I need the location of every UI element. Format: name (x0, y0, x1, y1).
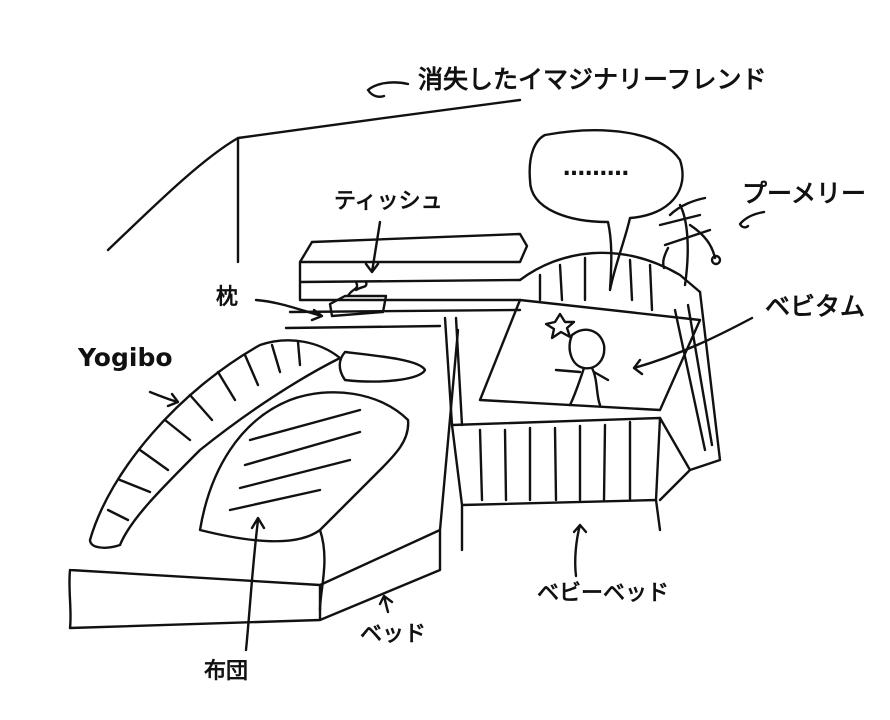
baby-bed-post (443, 316, 464, 427)
tissue-arrow (364, 220, 382, 274)
pillow-label: 枕 (216, 285, 239, 310)
imaginary-friend-arrow (366, 81, 410, 98)
yogibo-label: Yogibo (78, 343, 173, 372)
imaginary-friend-outline (106, 98, 522, 264)
baby-bed-arrow (572, 523, 588, 578)
mobile-ball (710, 254, 722, 266)
tissue-label: ティッシュ (334, 189, 443, 214)
pillow-arrow (254, 298, 324, 322)
baby-bed-rail-top (518, 251, 702, 294)
yogibo-arrow (148, 390, 180, 408)
tissue-box (328, 280, 388, 318)
speech-text: ……… (563, 156, 629, 181)
futon (198, 391, 410, 612)
doll (554, 328, 610, 407)
baby-bed-front (450, 416, 662, 552)
doll-arrow (632, 316, 754, 376)
mobile-label: プーメリー (742, 179, 867, 208)
yogibo-stripes (106, 340, 302, 522)
bed-label: ベッド (360, 622, 427, 647)
futon-lines (228, 408, 362, 512)
mobile-arrow (738, 210, 766, 229)
speech-bubble (528, 129, 684, 292)
doll-star (544, 312, 576, 340)
baby-bed-label: ベビーベッド (537, 581, 670, 606)
doll-label: ベビタム (765, 292, 866, 321)
pillow (338, 350, 427, 383)
futon-label: 布団 (204, 659, 249, 684)
baby-bed-bars (478, 256, 654, 502)
yogibo (88, 339, 342, 549)
mobile-toy (658, 196, 717, 287)
headboard (284, 232, 529, 330)
baby-bed-mattress (478, 298, 702, 412)
imaginary-friend-label: 消失したイマジナリーフレンド (418, 65, 767, 94)
baby-bed-side (658, 290, 722, 502)
futon-arrow (244, 516, 266, 652)
bed-arrow (378, 594, 394, 614)
bed-base (68, 328, 460, 630)
